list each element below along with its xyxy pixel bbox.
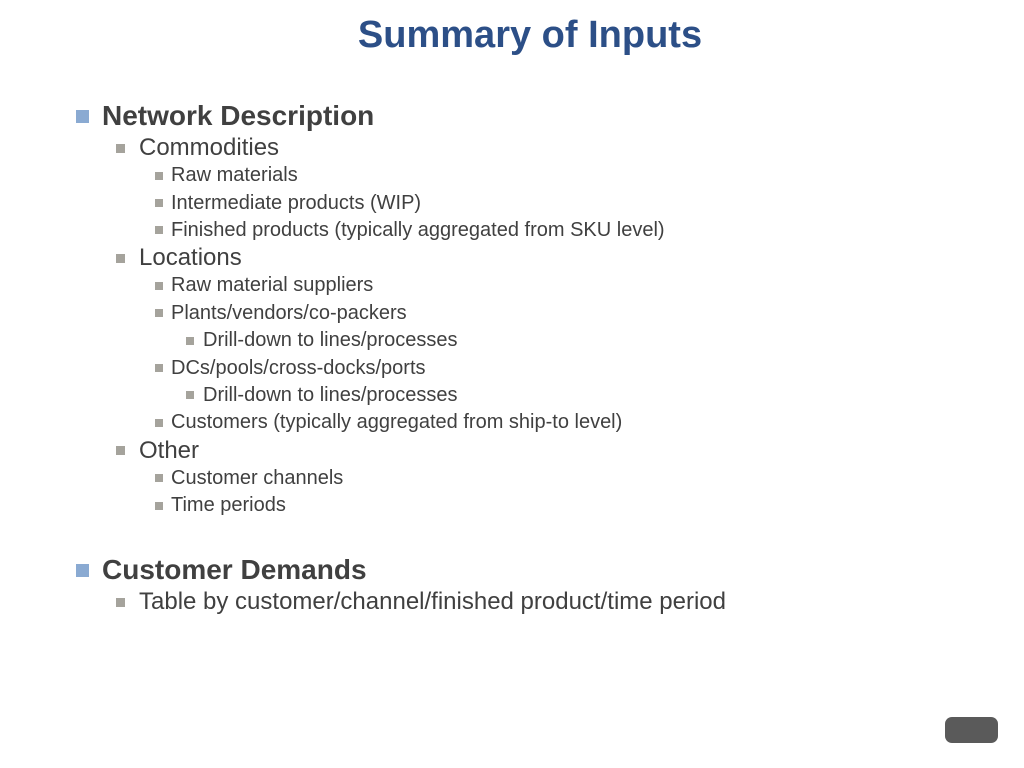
list-item: Drill-down to lines/processes (76, 327, 665, 354)
group-label: Other (139, 436, 200, 464)
list-item-text: Raw material suppliers (171, 274, 374, 297)
square-bullet-icon (116, 446, 125, 456)
list-item: Plants/vendors/co-packers (76, 300, 665, 327)
list-item-text: Drill-down to lines/processes (203, 329, 458, 352)
square-bullet-icon (155, 501, 163, 510)
slide-nav-button[interactable] (945, 717, 998, 743)
square-bullet-icon (186, 391, 194, 400)
square-bullet-icon (155, 418, 163, 427)
list-item-text: Raw materials (171, 164, 298, 187)
list-item: Intermediate products (WIP) (76, 189, 665, 216)
list-item-text: Time periods (171, 494, 286, 517)
group-label: Locations (139, 244, 242, 272)
list-item: Raw material suppliers (76, 272, 665, 299)
square-bullet-icon (76, 563, 89, 577)
list-item-text: Customer channels (171, 466, 344, 489)
list-item: Customer channels (76, 465, 665, 492)
section-network-description: Network Description Commodities Raw mate… (76, 98, 665, 519)
list-item-text: Customers (typically aggregated from shi… (171, 411, 623, 434)
list-item-text: Drill-down to lines/processes (203, 383, 458, 406)
bullet-customer-demands: Customer Demands (76, 552, 726, 588)
heading-text: Customer Demands (102, 554, 367, 585)
list-item: Customers (typically aggregated from shi… (76, 409, 665, 436)
slide-title: Summary of Inputs (357, 14, 703, 56)
square-bullet-icon (155, 309, 163, 318)
section-customer-demands: Customer Demands Table by customer/chann… (76, 552, 726, 616)
square-bullet-icon (116, 143, 125, 153)
square-bullet-icon (155, 474, 163, 483)
list-item: Time periods (76, 492, 665, 519)
square-bullet-icon (186, 336, 194, 345)
group-label: Commodities (139, 134, 280, 161)
bullet-other: Other (76, 437, 665, 465)
heading-text: Network Description (102, 100, 375, 131)
square-bullet-icon (76, 109, 89, 123)
list-item-text: Finished products (typically aggregated … (171, 218, 665, 241)
square-bullet-icon (155, 171, 163, 180)
square-bullet-icon (116, 597, 125, 607)
bullet-commodities: Commodities (76, 134, 665, 162)
bullet-network-description: Network Description (76, 98, 665, 134)
square-bullet-icon (155, 226, 163, 235)
list-item: DCs/pools/cross-docks/ports (76, 354, 665, 381)
list-item: Finished products (typically aggregated … (76, 217, 665, 244)
list-item-text: DCs/pools/cross-docks/ports (171, 356, 426, 379)
bullet-locations: Locations (76, 244, 665, 272)
list-item: Drill-down to lines/processes (76, 382, 665, 409)
square-bullet-icon (155, 199, 163, 208)
list-item-text: Intermediate products (WIP) (171, 191, 422, 214)
group-label: Table by customer/channel/finished produ… (139, 588, 726, 615)
square-bullet-icon (155, 281, 163, 290)
square-bullet-icon (155, 364, 163, 373)
list-item-text: Plants/vendors/co-packers (171, 301, 407, 324)
square-bullet-icon (116, 253, 125, 263)
list-item: Raw materials (76, 162, 665, 189)
bullet-demand-table: Table by customer/channel/finished produ… (76, 588, 726, 616)
